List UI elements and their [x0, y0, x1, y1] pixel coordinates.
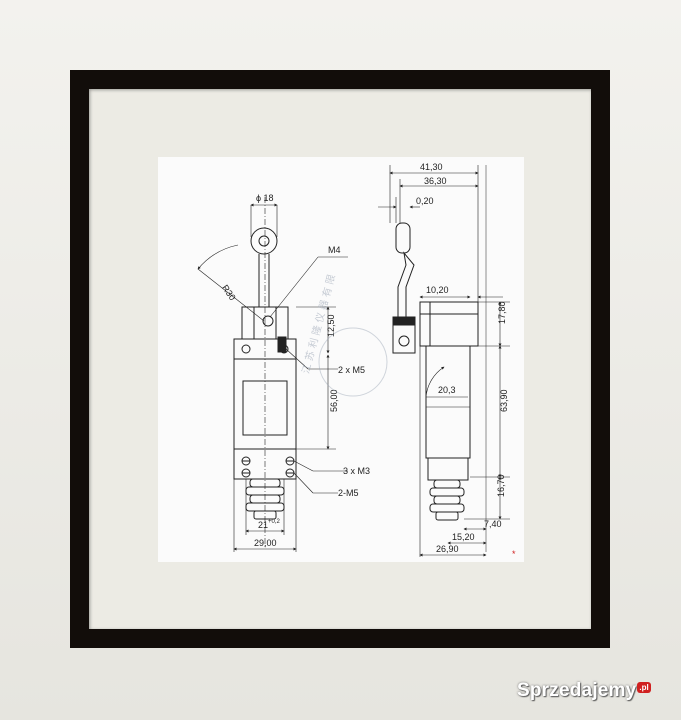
side-height-bottom-label: 16,70 — [496, 474, 506, 497]
side-width-total-label: 41,30 — [420, 162, 443, 172]
side-offset-right-label: 7,40 — [484, 519, 502, 529]
drawing-paper — [158, 157, 524, 562]
side-angle-label: 20,3 — [438, 385, 456, 395]
front-height-top-label: 12,50 — [326, 314, 336, 337]
watermark-logo: Sprzedajemy.pl — [517, 680, 667, 712]
front-screw-m4-label: M4 — [328, 245, 341, 255]
side-width-second-label: 36,30 — [424, 176, 447, 186]
roller-outer — [250, 227, 278, 255]
front-screw-2m5-label: 2-M5 — [338, 488, 359, 498]
front-width-outer-label: 29,00 — [254, 538, 277, 548]
red-marker: * — [512, 549, 516, 559]
side-depth-label: 26,90 — [436, 544, 459, 554]
front-tolerance-label: +0,2 — [268, 519, 281, 525]
side-height-top-label: 17,80 — [497, 301, 507, 324]
front-screw-m3-label: 3 x M3 — [343, 466, 370, 476]
side-height-body-label: 63,90 — [499, 389, 509, 412]
front-radius-label: R30 — [220, 283, 238, 302]
side-body — [425, 345, 471, 459]
watermark-brand: Sprzedajemy — [517, 680, 637, 701]
screw-m5 — [277, 336, 287, 353]
front-diameter-label: ϕ 18 — [256, 193, 274, 203]
front-screw-m5-label: 2 x M5 — [338, 365, 365, 375]
roller-side — [395, 222, 411, 254]
side-view — [378, 165, 510, 557]
roller-inner — [258, 235, 270, 247]
head-block — [419, 301, 479, 347]
screw-m4 — [262, 315, 274, 327]
front-view — [197, 197, 348, 552]
side-offset-small-label: 0,20 — [416, 196, 434, 206]
front-width-inner-label: 21 — [258, 520, 268, 530]
front-height-body-label: 56,00 — [329, 389, 339, 412]
technical-drawing: ϕ 18 R30 M4 12,50 2 x M5 56,00 3 x M3 2-… — [197, 162, 516, 559]
watermark-suffix: .pl — [637, 681, 651, 693]
side-offset-top-label: 10,20 — [426, 285, 449, 295]
side-offset-mid-label: 15,20 — [452, 532, 475, 542]
